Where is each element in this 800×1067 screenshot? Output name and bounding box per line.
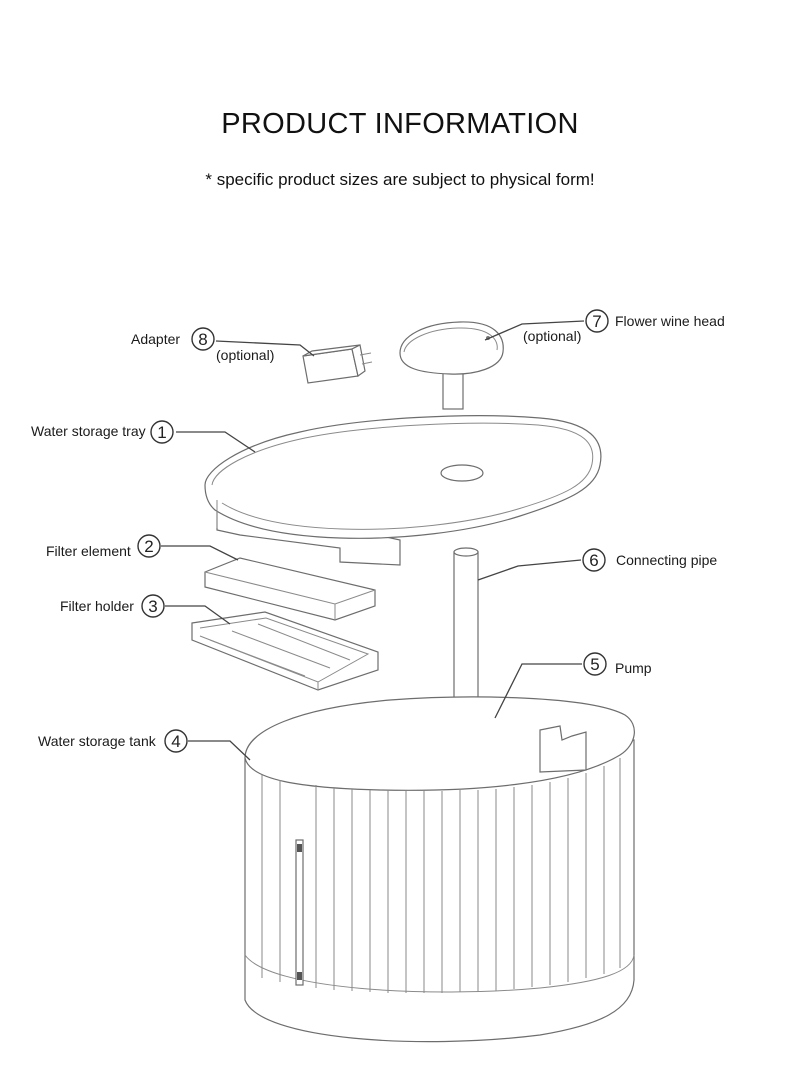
label-adapter: Adapter xyxy=(131,331,180,347)
water-tray-drawing xyxy=(204,415,602,566)
callout-number-2: 2 xyxy=(144,537,153,556)
callout-8: 8 xyxy=(191,327,215,351)
page-title: PRODUCT INFORMATION xyxy=(221,108,579,140)
callout-5: 5 xyxy=(583,652,607,676)
adapter-drawing xyxy=(302,344,373,384)
note-flower-wine-head-optional: (optional) xyxy=(523,328,581,344)
tank-ribs xyxy=(261,758,621,993)
callout-1: 1 xyxy=(150,420,174,444)
label-water-storage-tank: Water storage tank xyxy=(38,733,157,749)
callout-3: 3 xyxy=(141,594,165,618)
page-subtitle: * specific product sizes are subject to … xyxy=(205,170,595,189)
label-flower-wine-head: Flower wine head xyxy=(615,313,725,329)
label-pump: Pump xyxy=(615,660,652,676)
connecting-pipe-drawing xyxy=(453,547,479,701)
callout-number-5: 5 xyxy=(590,655,599,674)
callout-7: 7 xyxy=(585,309,609,333)
flower-head-drawing xyxy=(399,321,504,410)
leader-lines xyxy=(161,320,585,761)
callout-number-8: 8 xyxy=(198,330,207,349)
note-adapter-optional: (optional) xyxy=(216,347,274,363)
label-connecting-pipe: Connecting pipe xyxy=(616,552,717,568)
callout-number-7: 7 xyxy=(592,312,601,331)
label-filter-holder: Filter holder xyxy=(60,598,134,614)
callout-4: 4 xyxy=(164,729,188,753)
filter-holder-drawing xyxy=(191,611,379,691)
callout-2: 2 xyxy=(137,534,161,558)
callout-number-4: 4 xyxy=(171,732,180,751)
callout-number-6: 6 xyxy=(589,551,598,570)
callout-number-3: 3 xyxy=(148,597,157,616)
label-water-storage-tray: Water storage tray xyxy=(31,423,146,439)
callout-6: 6 xyxy=(582,548,606,572)
water-tank-drawing xyxy=(244,696,635,1043)
callout-number-1: 1 xyxy=(157,423,166,442)
label-filter-element: Filter element xyxy=(46,543,131,559)
filter-element-drawing xyxy=(204,557,376,621)
